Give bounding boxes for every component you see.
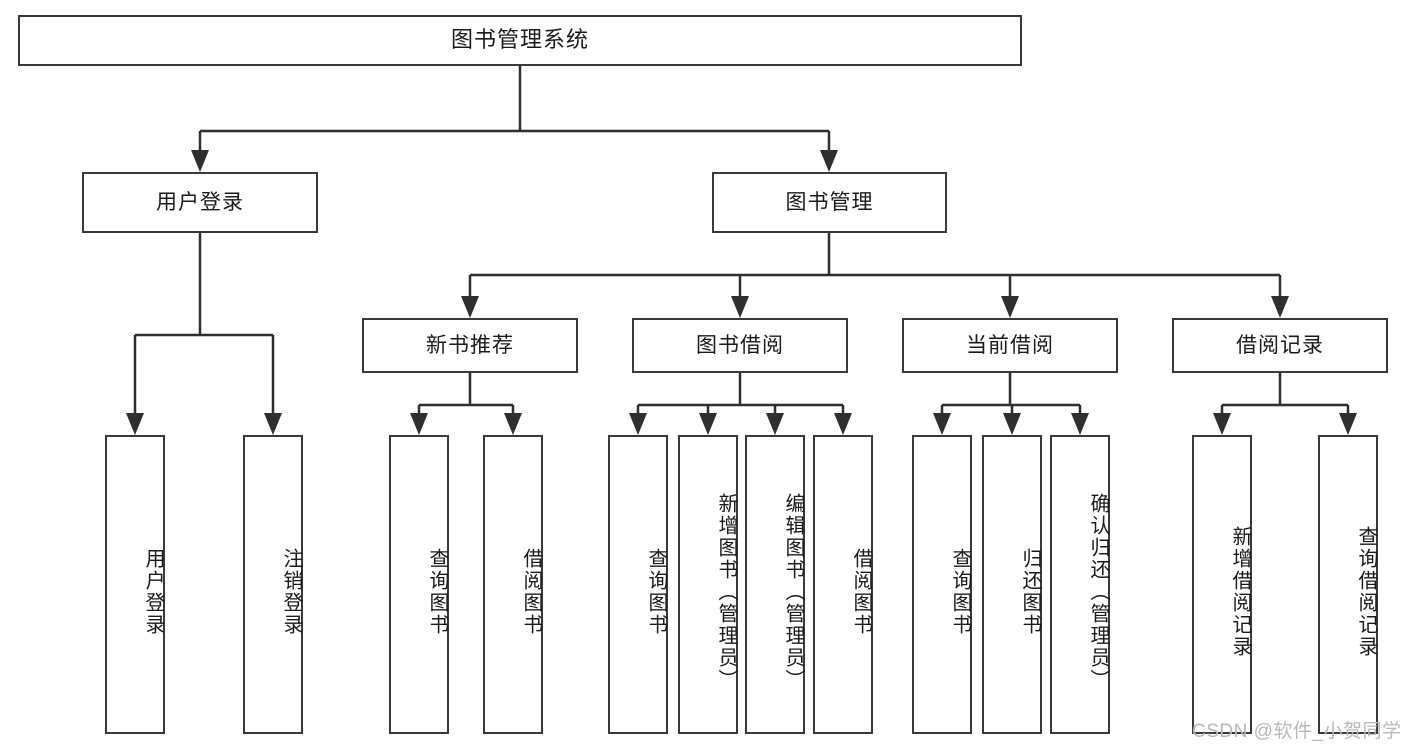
- node-leaf-borrow-book[interactable]: 借阅图书: [813, 435, 873, 734]
- node-label: 查询借阅记录: [1355, 525, 1377, 658]
- connector-arrowhead: [766, 413, 784, 435]
- connector-arrowhead: [1213, 413, 1231, 435]
- node-leaf-logout[interactable]: 注销登录: [243, 435, 303, 734]
- connector-arrowhead: [699, 413, 717, 435]
- node-book-borrow[interactable]: 图书借阅: [632, 318, 848, 373]
- node-label: 查询图书: [645, 547, 667, 636]
- node-label: 注销登录: [280, 547, 302, 636]
- node-label: 查询图书: [426, 547, 448, 636]
- connector-arrowhead: [1003, 413, 1021, 435]
- node-leaf-query-book-cur[interactable]: 查询图书: [912, 435, 972, 734]
- connector-arrowhead: [264, 413, 282, 435]
- node-label: 新书推荐: [426, 333, 514, 357]
- node-label: 新增图书（管理员）: [715, 492, 737, 691]
- node-label: 查询图书: [949, 547, 971, 636]
- node-leaf-query-book-rec[interactable]: 查询图书: [389, 435, 449, 734]
- node-label: 图书管理系统: [450, 27, 589, 53]
- node-leaf-query-record[interactable]: 查询借阅记录: [1318, 435, 1378, 734]
- connector-arrowhead: [1071, 413, 1089, 435]
- node-root[interactable]: 图书管理系统: [18, 15, 1022, 66]
- node-label: 借阅图书: [520, 547, 542, 636]
- node-label: 编辑图书（管理员）: [782, 492, 804, 691]
- connector-arrowhead: [410, 413, 428, 435]
- node-label: 用户登录: [142, 547, 164, 636]
- connector-arrowhead: [629, 413, 647, 435]
- connector-arrowhead: [731, 296, 749, 318]
- connector-arrowhead: [504, 413, 522, 435]
- connector-arrowhead: [933, 413, 951, 435]
- node-current-borrow[interactable]: 当前借阅: [902, 318, 1118, 373]
- node-leaf-add-record[interactable]: 新增借阅记录: [1192, 435, 1252, 734]
- node-label: 图书管理: [785, 190, 874, 214]
- connector-arrowhead: [461, 296, 479, 318]
- node-leaf-confirm-return[interactable]: 确认归还（管理员）: [1050, 435, 1110, 734]
- node-leaf-edit-book[interactable]: 编辑图书（管理员）: [745, 435, 805, 734]
- node-label: 当前借阅: [966, 333, 1054, 357]
- node-label: 归还图书: [1019, 547, 1041, 636]
- node-label: 图书借阅: [696, 333, 784, 357]
- node-leaf-user-login[interactable]: 用户登录: [105, 435, 165, 734]
- connector-arrowhead: [191, 150, 209, 172]
- node-label: 用户登录: [156, 190, 244, 214]
- node-label: 借阅记录: [1236, 333, 1324, 357]
- connector-arrowhead: [1339, 413, 1357, 435]
- watermark-label: CSDN @软件_小贺同学: [1192, 721, 1402, 742]
- node-leaf-return-book[interactable]: 归还图书: [982, 435, 1042, 734]
- connector-arrowhead: [126, 413, 144, 435]
- connector-arrowhead: [820, 150, 838, 172]
- node-leaf-query-book-borrow[interactable]: 查询图书: [608, 435, 668, 734]
- connector-arrowhead: [1001, 296, 1019, 318]
- node-label: 确认归还（管理员）: [1087, 492, 1109, 691]
- node-book-manage[interactable]: 图书管理: [712, 172, 947, 233]
- connector-arrowhead: [1271, 296, 1289, 318]
- node-leaf-borrow-book-rec[interactable]: 借阅图书: [483, 435, 543, 734]
- node-borrow-record[interactable]: 借阅记录: [1172, 318, 1388, 373]
- node-label: 借阅图书: [850, 547, 872, 636]
- connector-arrowhead: [834, 413, 852, 435]
- node-label: 新增借阅记录: [1229, 525, 1251, 658]
- node-user-login[interactable]: 用户登录: [82, 172, 318, 233]
- node-leaf-add-book[interactable]: 新增图书（管理员）: [678, 435, 738, 734]
- node-new-book-recommend[interactable]: 新书推荐: [362, 318, 578, 373]
